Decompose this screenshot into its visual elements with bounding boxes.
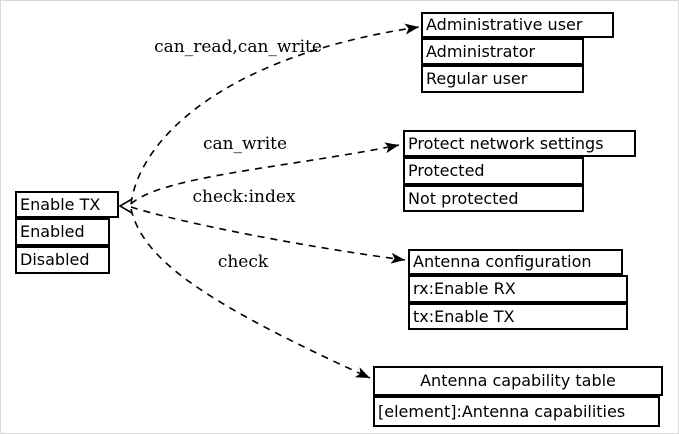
source-node-value: Enabled (15, 218, 110, 246)
source-node-title: Enable TX (15, 191, 119, 218)
target-node-value: rx:Enable RX (408, 275, 628, 303)
edge-can-read-can-write (130, 23, 420, 205)
edge-label-can-write: can_write (202, 134, 288, 154)
edge-label-check: check (217, 252, 269, 272)
target-node-title: Administrative user (421, 12, 614, 38)
edge-check-index (130, 206, 406, 264)
edge-label-can-read-can-write: can_read,can_write (154, 37, 322, 57)
target-node-title: Protect network settings (403, 130, 636, 157)
source-arrowhead-icon (118, 198, 133, 214)
target-node-title: Antenna configuration (408, 249, 623, 275)
target-node-value: Regular user (421, 65, 584, 93)
target-node-value: Administrator (421, 38, 584, 65)
target-node-value: [element]:Antenna capabilities (373, 396, 660, 427)
target-node-value: Protected (403, 157, 584, 185)
edge-can-write (130, 142, 400, 205)
source-node-value: Disabled (15, 246, 110, 274)
target-node-value: Not protected (403, 185, 584, 212)
target-node-value: tx:Enable TX (408, 303, 628, 330)
target-node-title: Antenna capability table (373, 366, 663, 396)
edge-label-check-index: check:index (192, 187, 296, 207)
